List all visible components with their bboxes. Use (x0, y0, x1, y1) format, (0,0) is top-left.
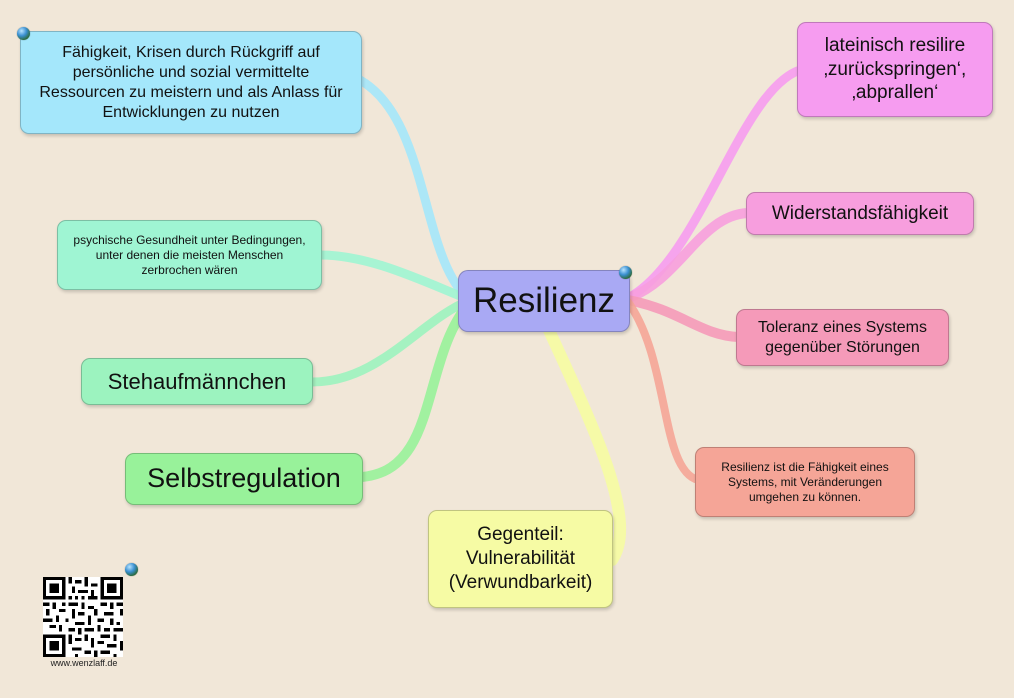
node-stehaufmaennchen[interactable]: Stehaufmännchen (81, 358, 313, 405)
node-definition-crises[interactable]: Fähigkeit, Krisen durch Rückgriff auf pe… (20, 31, 362, 134)
connector-stehaufmaennchen (307, 295, 475, 387)
node-gegenteil-label: Gegenteil: Vulnerabilität (Verwundbarkei… (448, 524, 593, 593)
website-caption: www.wenzlaff.de (50, 658, 118, 668)
node-latin[interactable]: lateinisch resilire ‚zurückspringen‘, ‚a… (797, 22, 993, 117)
connector-toleranz (623, 295, 743, 342)
connector-gegenteil (542, 322, 627, 566)
node-psychic-health-label: psychische Gesundheit unter Bedingungen,… (73, 232, 306, 277)
node-system-faehigkeit-label: Resilienz ist die Fähigkeit eines System… (721, 459, 889, 504)
central-topic-label: Resilienz (473, 281, 615, 321)
node-widerstand-label: Widerstandsfähigkeit (771, 202, 949, 224)
connector-definition-crises (355, 75, 475, 305)
node-toleranz-label: Toleranz eines Systems gegenüber Störung… (758, 318, 927, 356)
node-selbstregulation-label: Selbstregulation (147, 463, 341, 494)
node-psychic-health[interactable]: psychische Gesundheit unter Bedingungen,… (57, 220, 322, 290)
node-stehaufmaennchen-label: Stehaufmännchen (107, 368, 287, 394)
globe-icon[interactable] (125, 563, 138, 576)
node-selbstregulation[interactable]: Selbstregulation (125, 453, 363, 505)
connector-system-faehigkeit (624, 298, 702, 484)
node-widerstand[interactable]: Widerstandsfähigkeit (746, 192, 974, 235)
connector-selbstregulation (357, 297, 475, 482)
central-topic[interactable]: Resilienz (458, 270, 630, 332)
node-gegenteil[interactable]: Gegenteil: Vulnerabilität (Verwundbarkei… (428, 510, 613, 608)
node-latin-label: lateinisch resilire ‚zurückspringen‘, ‚a… (823, 34, 967, 104)
node-toleranz[interactable]: Toleranz eines Systems gegenüber Störung… (736, 309, 949, 366)
globe-icon[interactable] (17, 27, 30, 40)
connector-psychic-health (315, 250, 475, 305)
node-system-faehigkeit[interactable]: Resilienz ist die Fähigkeit eines System… (695, 447, 915, 517)
connector-widerstand (623, 208, 753, 303)
node-definition-crises-label: Fähigkeit, Krisen durch Rückgriff auf pe… (39, 43, 343, 121)
qr-code-icon[interactable] (43, 577, 123, 657)
connector-latin (623, 65, 805, 303)
globe-icon[interactable] (619, 266, 632, 279)
